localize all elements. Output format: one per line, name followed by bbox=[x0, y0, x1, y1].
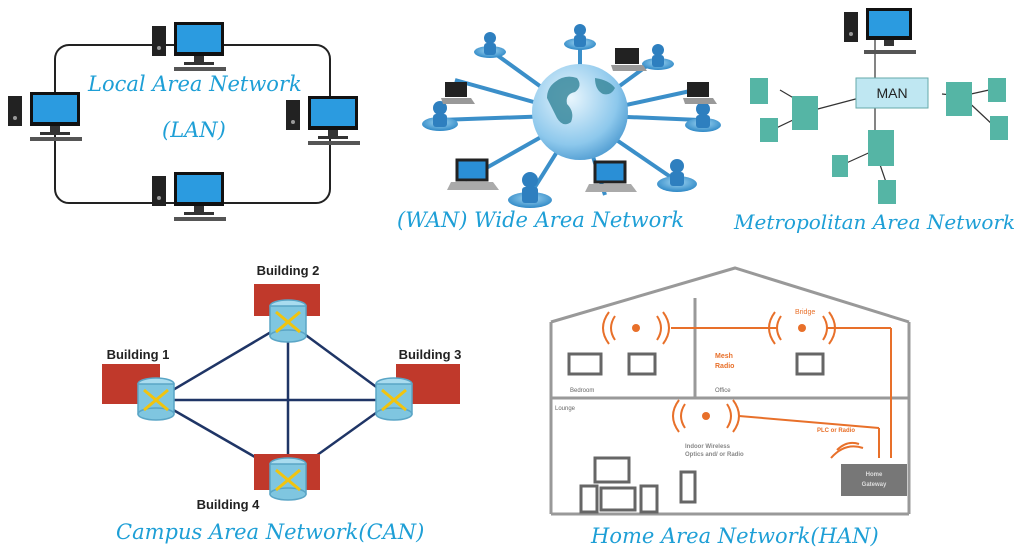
man-hub bbox=[855, 77, 929, 109]
can-diagram: Building 1 Building 2 Building 3 Buildin… bbox=[102, 263, 462, 512]
han-radio-label: Radio bbox=[715, 363, 734, 370]
han-plc-label: PLC or Radio bbox=[817, 428, 855, 434]
han-diagram: Bedroom Office Lounge Bridge Mesh Radio … bbox=[549, 266, 911, 516]
can-building-4-label: Building 4 bbox=[197, 497, 261, 512]
lan-computer-top bbox=[152, 22, 226, 71]
lan-panel: Local Area Network (LAN) bbox=[0, 0, 380, 230]
can-building-1-label: Building 1 bbox=[107, 347, 170, 362]
han-indoor-label-2: Optics and/ or Radio bbox=[685, 452, 744, 458]
lan-computer-bottom bbox=[152, 172, 226, 221]
wan-panel: (WAN) Wide Area Network bbox=[395, 20, 725, 245]
han-bedroom-label: Bedroom bbox=[570, 388, 594, 394]
can-building-2-label: Building 2 bbox=[257, 263, 320, 278]
lan-computer-right bbox=[286, 96, 360, 145]
wan-caption: (WAN) Wide Area Network bbox=[397, 208, 685, 232]
lan-diagram bbox=[8, 22, 360, 221]
han-house-outline bbox=[549, 266, 911, 516]
lan-abbr: (LAN) bbox=[162, 118, 226, 142]
han-office-label: Office bbox=[715, 388, 731, 394]
can-caption: Campus Area Network(CAN) bbox=[116, 520, 425, 544]
can-panel: Building 1 Building 2 Building 3 Buildin… bbox=[90, 258, 510, 556]
han-gateway-label-1: Home bbox=[866, 472, 883, 478]
han-lounge-label: Lounge bbox=[555, 406, 576, 412]
han-panel: Bedroom Office Lounge Bridge Mesh Radio … bbox=[545, 262, 920, 556]
man-diagram: MAN bbox=[750, 8, 1008, 204]
lan-computer-left bbox=[8, 92, 82, 141]
han-orange-links bbox=[671, 327, 892, 458]
lan-title: Local Area Network bbox=[88, 72, 302, 96]
man-caption: Metropolitan Area Network bbox=[734, 210, 1016, 234]
can-building-3-label: Building 3 bbox=[399, 347, 462, 362]
man-panel: MAN Metropolitan Area Network bbox=[730, 0, 1027, 245]
globe-icon bbox=[532, 64, 628, 160]
han-gateway-box bbox=[841, 464, 907, 496]
han-caption: Home Area Network(HAN) bbox=[591, 524, 879, 548]
can-switch-arrows bbox=[143, 310, 407, 492]
han-gateway-label-2: Gateway bbox=[862, 482, 887, 488]
man-server-icon bbox=[844, 8, 916, 54]
han-signal-dots bbox=[632, 324, 806, 420]
han-bridge-label: Bridge bbox=[795, 309, 815, 316]
han-indoor-label-1: Indoor Wireless bbox=[685, 444, 731, 450]
man-buildings bbox=[750, 78, 1008, 204]
han-devices bbox=[567, 352, 825, 514]
han-mesh-label: Mesh bbox=[715, 353, 733, 360]
wan-diagram bbox=[422, 24, 721, 208]
can-links bbox=[155, 320, 395, 478]
wireless-icon bbox=[602, 311, 864, 459]
man-hub-label: MAN bbox=[876, 85, 907, 101]
wan-nodes bbox=[422, 24, 721, 208]
